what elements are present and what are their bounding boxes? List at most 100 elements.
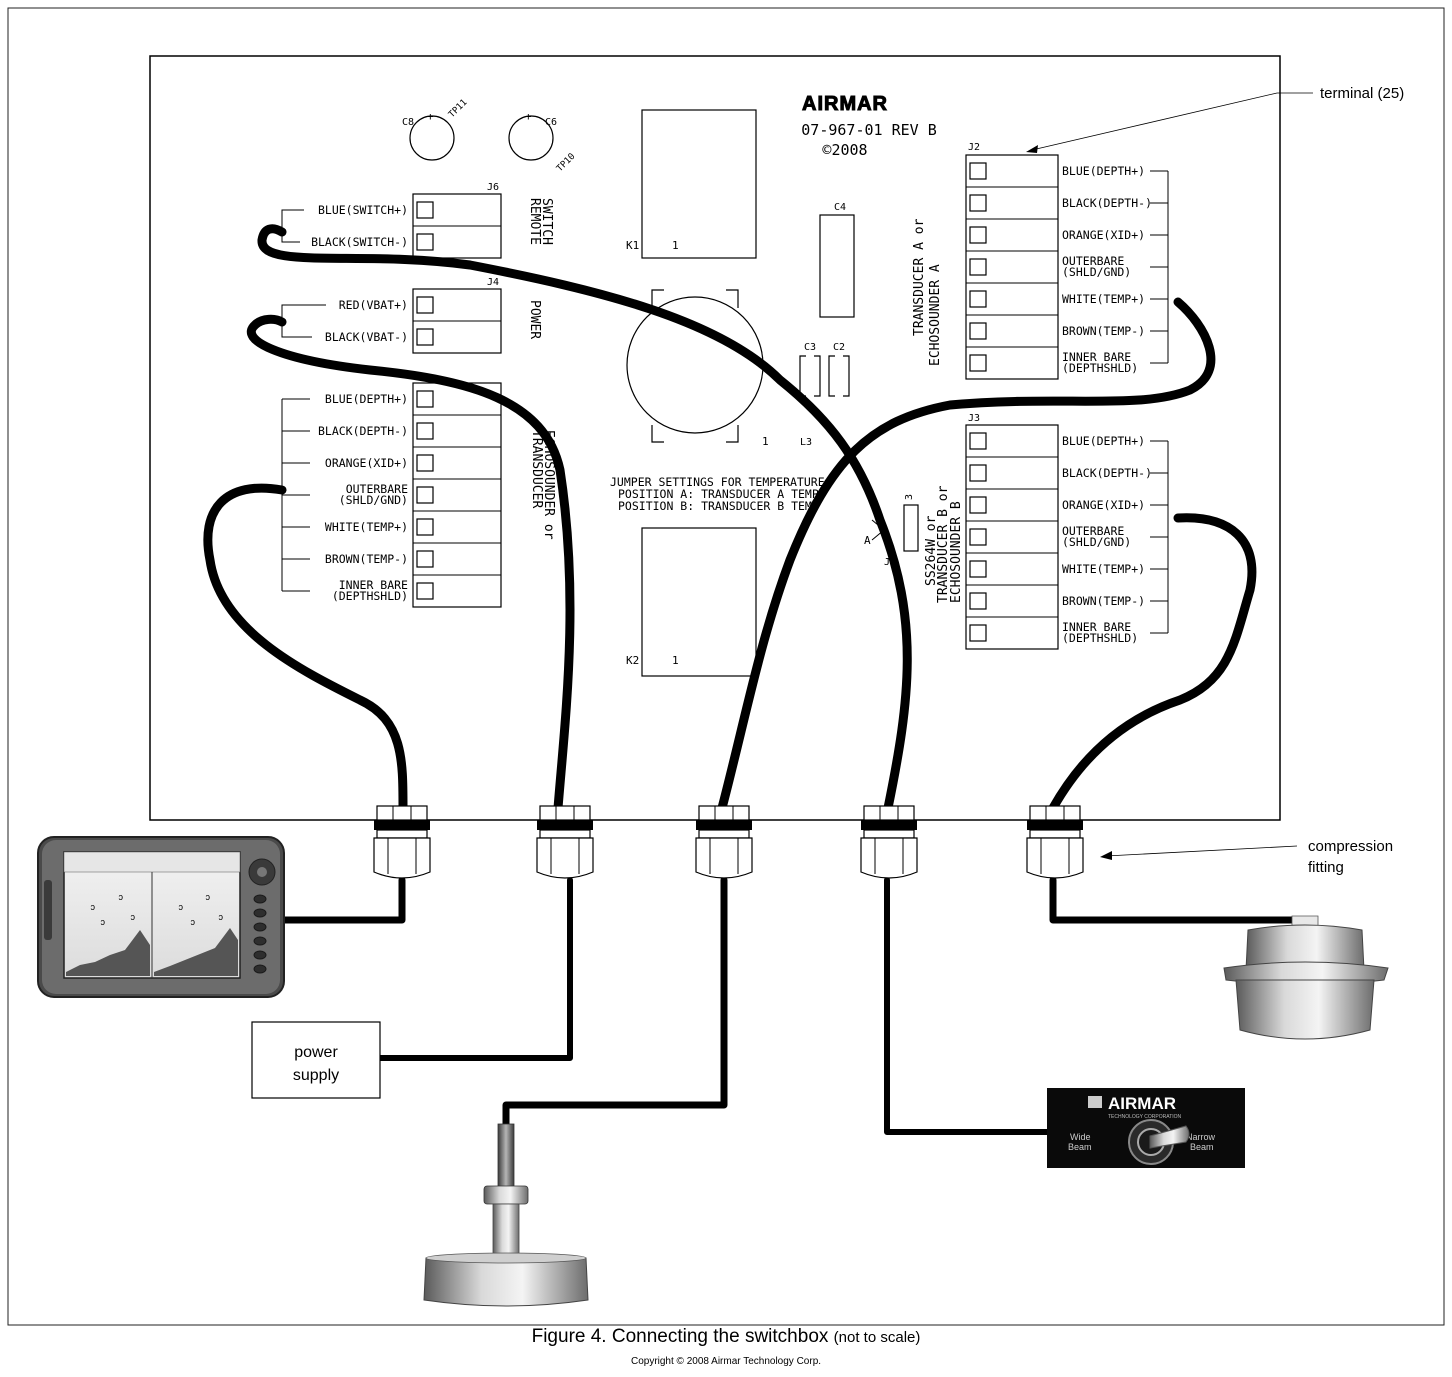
svg-text:REMOTE: REMOTE [527,198,542,245]
compression-fitting [695,805,753,879]
compression-fitting-callout: compression fitting [1100,838,1393,876]
svg-text:ↄ: ↄ [190,918,195,928]
svg-text:C3: C3 [804,342,816,353]
svg-text:K1: K1 [626,239,639,252]
svg-text:C8: C8 [402,117,414,128]
compression-fitting [373,805,431,879]
terminal-screw [416,296,434,314]
j3-wire-label: BLUE(DEPTH+) [1062,434,1145,448]
compression-fitting [536,805,594,879]
svg-text:K2: K2 [626,654,639,667]
j2-wire-label: (DEPTHSHLD) [1062,361,1138,375]
terminal-screw [416,518,434,536]
j6-wire-label: BLUE(SWITCH+) [318,203,408,217]
thru-hull-transducer [423,1123,589,1307]
terminal-callout: terminal (25) [1026,85,1404,153]
j2-wire-label: (SHLD/GND) [1062,265,1131,279]
lead-to-thru-hull [502,876,728,1129]
terminal-screw [416,233,434,251]
j3-wire-label: INNER BARE [1062,620,1131,634]
capacitor-c2: C2 [828,342,850,397]
relay-k2: K2 1 [626,527,757,677]
lead-to-power-supply [377,877,573,1061]
svg-text:fitting: fitting [1308,859,1344,876]
cable-remote-switch [257,224,912,813]
terminal-screw [416,582,434,600]
svg-text:compression: compression [1308,838,1393,855]
terminal-j3-label: J3 [968,413,980,424]
svg-text:TECHNOLOGY CORPORATION: TECHNOLOGY CORPORATION [1108,1114,1182,1120]
j2-wire-label: ORANGE(XID+) [1062,228,1145,242]
terminal-screw [969,528,987,546]
jumper-settings-text: JUMPER SETTINGS FOR TEMPERATURE POSITION… [610,475,825,513]
svg-text:Beam: Beam [1190,1142,1214,1152]
svg-text:TRANSDUCER: TRANSDUCER [529,430,544,508]
terminal-screw [416,201,434,219]
j3-wire-label: ORANGE(XID+) [1062,498,1145,512]
relay-k1: K1 1 [626,109,757,259]
svg-text:AIRMAR: AIRMAR [1108,1094,1176,1113]
svg-text:SS264W or: SS264W or [924,515,939,586]
terminal-screw [969,322,987,340]
terminal-j2-label: J2 [968,142,980,153]
j6-wire-label: BLACK(SWITCH-) [311,235,408,249]
j3-wire-label: BLACK(DEPTH-) [1062,466,1152,480]
svg-text:Narrow: Narrow [1186,1132,1216,1142]
echosounder-wire-label: (DEPTHSHLD) [332,589,408,603]
cable-power [246,314,575,813]
echosounder-wire-label: WHITE(TEMP+) [325,520,408,534]
j2-wire-label: BROWN(TEMP-) [1062,324,1145,338]
terminal-screw [969,258,987,276]
echosounder-wire-label: INNER BARE [339,578,408,592]
j4-wire-label: BLACK(VBAT-) [325,330,408,344]
figure-caption-main: Figure 4. Connecting the switchbox [531,1326,829,1347]
figure-caption: Figure 4. Connecting the switchbox (not … [0,1326,1452,1348]
svg-text:C2: C2 [833,342,845,353]
svg-text:JUMPER SETTINGS FOR TEMPERATUR: JUMPER SETTINGS FOR TEMPERATURE [610,475,825,489]
svg-text:ↄ: ↄ [178,903,183,913]
svg-text:+: + [427,110,434,123]
terminal-screw [969,560,987,578]
terminal-screw [416,486,434,504]
label-transducer-a: TRANSDUCER A or ECHOSOUNDER A [912,218,943,366]
j3-wire-label: BROWN(TEMP-) [1062,594,1145,608]
terminal-screw [416,390,434,408]
terminal-screw [969,432,987,450]
terminal-j3: J3BLUE(DEPTH+)BLACK(DEPTH-)ORANGE(XID+)O… [965,413,1169,650]
svg-text:1: 1 [672,239,679,252]
terminal-screw [969,194,987,212]
label-transducer-b: SS264W or TRANSDUCER B or ECHOSOUNDER B [924,485,964,603]
cable-echosounder [203,483,408,813]
j3-wire-label: WHITE(TEMP+) [1062,562,1145,576]
board-copyright: ©2008 [822,141,867,159]
svg-text:TRANSDUCER B or: TRANSDUCER B or [936,485,951,603]
compression-fitting [860,805,918,879]
svg-text:+: + [525,110,532,123]
figure-copyright: Copyright © 2008 Airmar Technology Corp. [630,1356,822,1367]
svg-text:POSITION A: TRANSDUCER A TEMP: POSITION A: TRANSDUCER A TEMP [618,487,819,501]
svg-text:Wide: Wide [1070,1132,1091,1142]
figure-caption-note: (not to scale) [833,1329,921,1346]
terminal-screw [969,290,987,308]
svg-text:Beam: Beam [1068,1142,1092,1152]
j4-wire-label: RED(VBAT+) [339,298,408,312]
svg-text:ECHOSOUNDER A: ECHOSOUNDER A [928,264,943,366]
lead-to-display [278,876,406,924]
echosounder-wire-label: (SHLD/GND) [339,493,408,507]
j2-wire-label: OUTERBARE [1062,254,1124,268]
terminal-screw [969,354,987,372]
compression-fitting [1026,805,1084,879]
echosounder-wire-label: BLACK(DEPTH-) [318,424,408,438]
label-power: POWER [527,300,542,339]
terminal-j6-label: J6 [487,182,499,193]
svg-text:3: 3 [904,494,915,500]
svg-text:ↄ: ↄ [130,913,135,923]
terminal-screw [416,328,434,346]
terminal-callout-label: terminal (25) [1320,85,1404,102]
svg-text:C6: C6 [545,117,557,128]
remote-switch: AIRMAR TECHNOLOGY CORPORATION Wide Beam … [1047,1088,1245,1168]
